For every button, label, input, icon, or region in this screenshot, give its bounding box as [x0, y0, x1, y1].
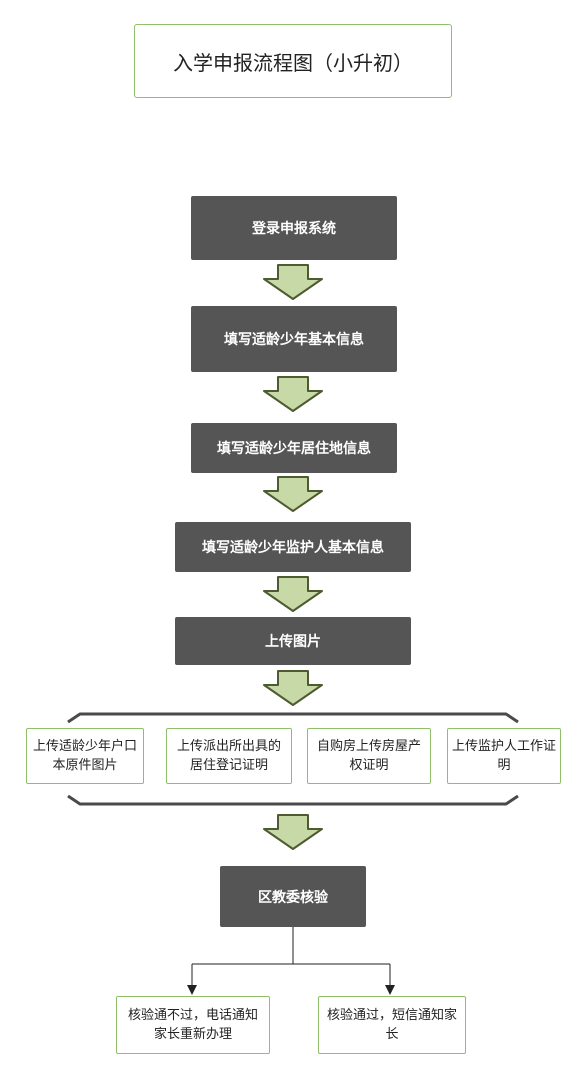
- step-login: 登录申报系统: [191, 196, 397, 260]
- down-arrow-icon: [263, 476, 323, 512]
- result-pass: 核验通过，短信通知家长: [318, 996, 466, 1054]
- step-guardian-info: 填写适龄少年监护人基本信息: [175, 522, 411, 572]
- down-arrow-icon: [263, 814, 323, 850]
- down-arrow-icon: [263, 670, 323, 706]
- doc-property: 自购房上传房屋产权证明: [307, 728, 431, 784]
- doc-guardian-work: 上传监护人工作证明: [447, 728, 561, 784]
- down-arrow-icon: [263, 264, 323, 300]
- step-review: 区教委核验: [220, 866, 366, 927]
- down-arrow-icon: [263, 376, 323, 412]
- down-arrow-icon: [263, 576, 323, 612]
- step-upload-images: 上传图片: [175, 617, 411, 665]
- step-residence-info: 填写适龄少年居住地信息: [191, 423, 397, 473]
- result-fail: 核验通不过，电话通知家长重新办理: [116, 996, 270, 1054]
- step-basic-info: 填写适龄少年基本信息: [191, 306, 397, 372]
- doc-police-residence: 上传派出所出具的居住登记证明: [166, 728, 292, 784]
- flowchart-title: 入学申报流程图（小升初）: [134, 24, 452, 98]
- doc-hukou: 上传适龄少年户口本原件图片: [26, 728, 144, 784]
